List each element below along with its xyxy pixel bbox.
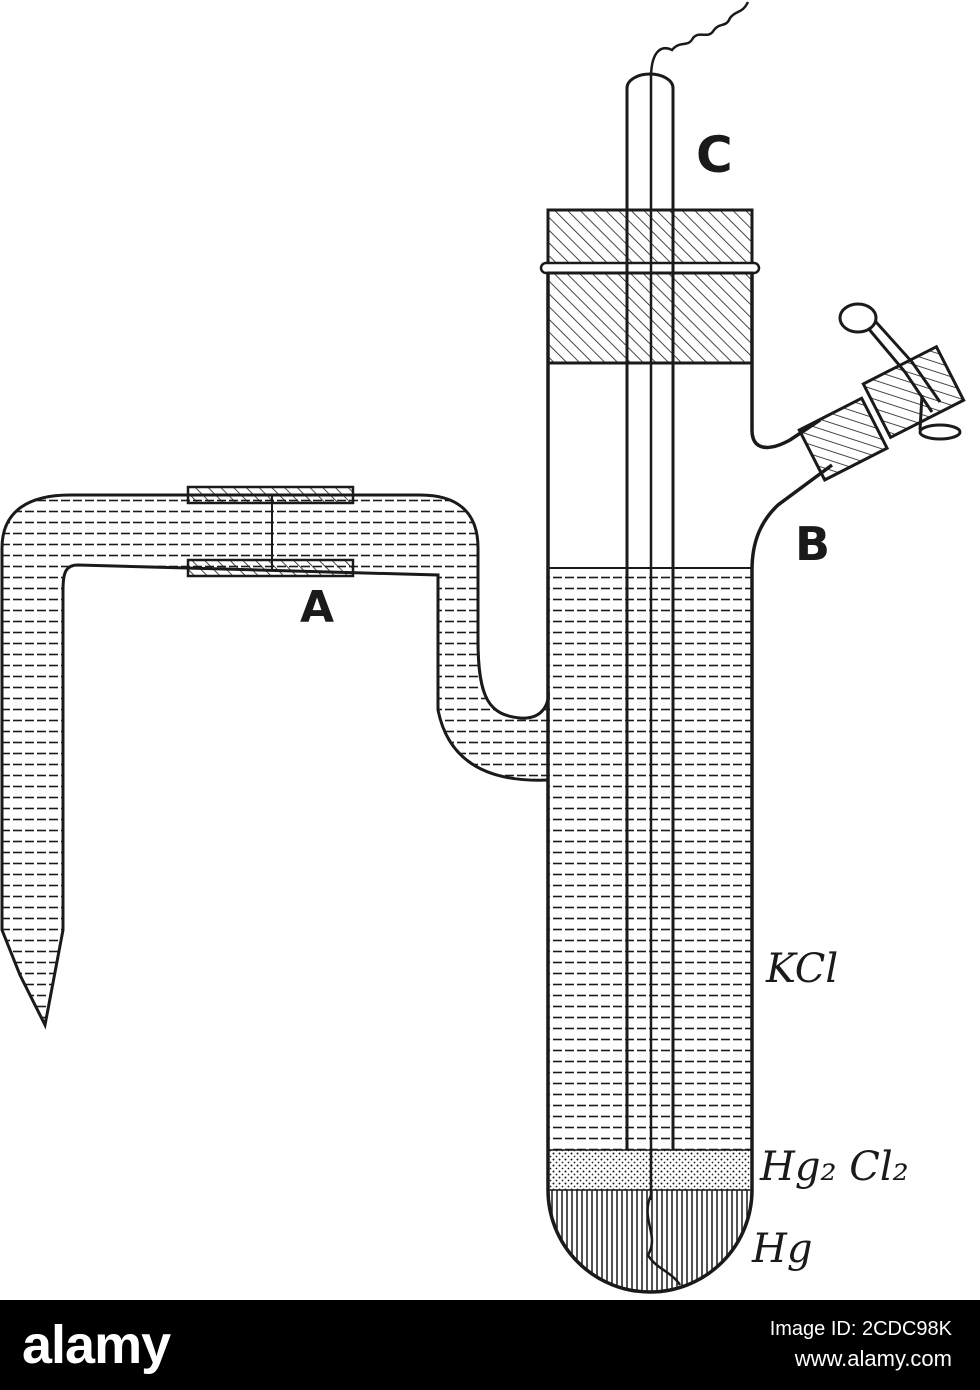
mercury-layer bbox=[548, 1189, 752, 1292]
site-url: www.alamy.com bbox=[794, 1346, 952, 1371]
label-kcl: KCl bbox=[765, 946, 838, 992]
image-meta: Image ID: 2CDC98K www.alamy.com bbox=[770, 1314, 952, 1374]
label-hg2cl2: Hg₂ Cl₂ bbox=[759, 1144, 909, 1190]
label-c: C bbox=[696, 126, 733, 184]
stopper bbox=[539, 208, 761, 365]
image-id: Image ID: 2CDC98K bbox=[769, 1318, 952, 1340]
label-hg: Hg bbox=[751, 1226, 813, 1272]
lead-wire bbox=[649, 1, 750, 76]
rubber-connector bbox=[186, 485, 355, 578]
label-b: B bbox=[795, 517, 830, 571]
alamy-logo: alamy bbox=[22, 1315, 171, 1375]
watermark-footer: alamy Image ID: 2CDC98K www.alamy.com bbox=[0, 1300, 980, 1390]
side-arm-stopper bbox=[797, 344, 966, 482]
calomel-electrode-diagram: C B A KCl Hg₂ Cl₂ Hg bbox=[0, 1, 966, 1294]
salt-bridge-tube bbox=[0, 493, 550, 1030]
pinch-clip bbox=[838, 302, 962, 441]
label-a: A bbox=[300, 582, 334, 633]
